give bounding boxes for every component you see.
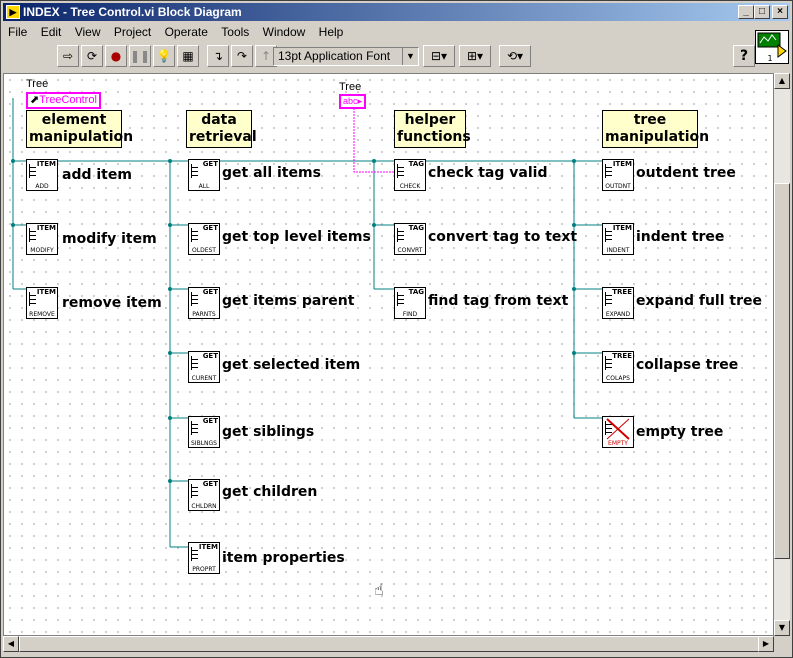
menu-file[interactable]: File: [8, 25, 28, 39]
subvi-label: modify item: [62, 231, 157, 247]
subvi-label: check tag valid: [428, 165, 548, 181]
subvi-label: empty tree: [636, 424, 724, 440]
menu-tools[interactable]: Tools: [221, 25, 250, 39]
tree-string-constant[interactable]: abc▸: [339, 94, 367, 109]
scroll-left-button[interactable]: ◀: [3, 636, 19, 652]
subvi-label: convert tag to text: [428, 229, 578, 245]
menu-project[interactable]: Project: [113, 25, 152, 39]
pause-icon[interactable]: ❚❚: [129, 45, 151, 67]
window-title: INDEX - Tree Control.vi Block Diagram: [23, 5, 242, 19]
context-help-button[interactable]: ?: [733, 45, 755, 67]
scroll-right-button[interactable]: ▶: [758, 636, 774, 652]
vertical-scrollbar[interactable]: ▲ ▼: [774, 73, 790, 636]
subvi-label: get items parent: [222, 293, 355, 309]
menu-window[interactable]: Window: [262, 25, 306, 39]
labview-app-icon: ▶: [6, 5, 20, 19]
run-arrow-icon[interactable]: ⇨: [57, 45, 79, 67]
step-into-icon[interactable]: ↴: [207, 45, 229, 67]
subvi-label: get selected item: [222, 357, 361, 373]
align-objects-icon[interactable]: ⊟▾: [423, 45, 455, 67]
distribute-objects-icon[interactable]: ⊞▾: [459, 45, 491, 67]
horizontal-scrollbar[interactable]: ◀ ▶: [3, 636, 774, 652]
tree-control-reference[interactable]: ⬈TreeControl: [26, 92, 101, 109]
close-button[interactable]: ×: [772, 5, 788, 19]
subvi-label: find tag from text: [428, 293, 569, 309]
menu-bar: File Edit View Project Operate Tools Win…: [3, 23, 790, 41]
subvi-label: collapse tree: [636, 357, 739, 373]
svg-text:1: 1: [767, 54, 772, 63]
toolbar: ⇨ ⟳ ● ❚❚ 💡 ▦ ↴ ↷ ↑ 13pt Application Font…: [3, 41, 790, 71]
note-tree-manipulation[interactable]: tree manipulation: [602, 110, 709, 148]
subvi-label: get children: [222, 484, 318, 500]
subvi-label: get all items: [222, 165, 321, 181]
chevron-down-icon: ▼: [402, 48, 418, 65]
font-selector[interactable]: 13pt Application Font ▼: [273, 47, 419, 66]
vi-connector-icon[interactable]: 1: [755, 30, 789, 64]
subvi-empty-tree[interactable]: EMPTY: [602, 416, 634, 448]
note-helper-functions[interactable]: helper functions: [394, 110, 471, 148]
tree-control-ref-text: TreeControl: [39, 94, 97, 106]
diagram-grid: [4, 74, 773, 635]
scroll-down-button[interactable]: ▼: [774, 620, 790, 636]
tree-string-label: Tree: [339, 81, 362, 93]
red-x-icon: [606, 418, 630, 440]
retain-wire-values-icon[interactable]: ▦: [177, 45, 199, 67]
subvi-label: outdent tree: [636, 165, 736, 181]
menu-help[interactable]: Help: [318, 25, 344, 39]
subvi-label: add item: [62, 167, 132, 183]
string-arrow-icon: ▸: [357, 96, 363, 106]
abort-icon[interactable]: ●: [105, 45, 127, 67]
maximize-button[interactable]: □: [754, 5, 770, 19]
horizontal-scroll-thumb[interactable]: [19, 636, 763, 652]
subvi-label: indent tree: [636, 229, 725, 245]
menu-edit[interactable]: Edit: [40, 25, 62, 39]
menu-operate[interactable]: Operate: [164, 25, 208, 39]
menu-view[interactable]: View: [74, 25, 101, 39]
string-constant-text: abc: [343, 96, 358, 106]
reorder-icon[interactable]: ⟲▾: [499, 45, 531, 67]
highlight-execution-icon[interactable]: 💡: [153, 45, 175, 67]
subvi-label: expand full tree: [636, 293, 762, 309]
minimize-button[interactable]: _: [738, 5, 754, 19]
font-selector-value: 13pt Application Font: [278, 49, 391, 63]
subvi-label: get top level items: [222, 229, 371, 245]
scroll-up-button[interactable]: ▲: [774, 73, 790, 89]
subvi-label: remove item: [62, 295, 162, 311]
tree-control-label: Tree: [26, 78, 49, 90]
subvi-label: get siblings: [222, 424, 315, 440]
title-bar[interactable]: ▶ INDEX - Tree Control.vi Block Diagram …: [3, 3, 790, 21]
subvi-label: item properties: [222, 550, 345, 566]
hand-cursor-icon: ☝: [374, 580, 384, 599]
block-diagram-canvas[interactable]: Tree ⬈TreeControl Tree abc▸ element mani…: [3, 73, 774, 636]
step-over-icon[interactable]: ↷: [231, 45, 253, 67]
wires-layer: [11, 98, 602, 548]
run-continuously-icon[interactable]: ⟳: [81, 45, 103, 67]
reference-arrow-icon: ⬈: [30, 94, 40, 106]
vertical-scroll-thumb[interactable]: [774, 183, 790, 559]
note-data-retrieval[interactable]: data retrieval: [186, 110, 257, 148]
note-element-manipulation[interactable]: element manipulation: [26, 110, 133, 148]
